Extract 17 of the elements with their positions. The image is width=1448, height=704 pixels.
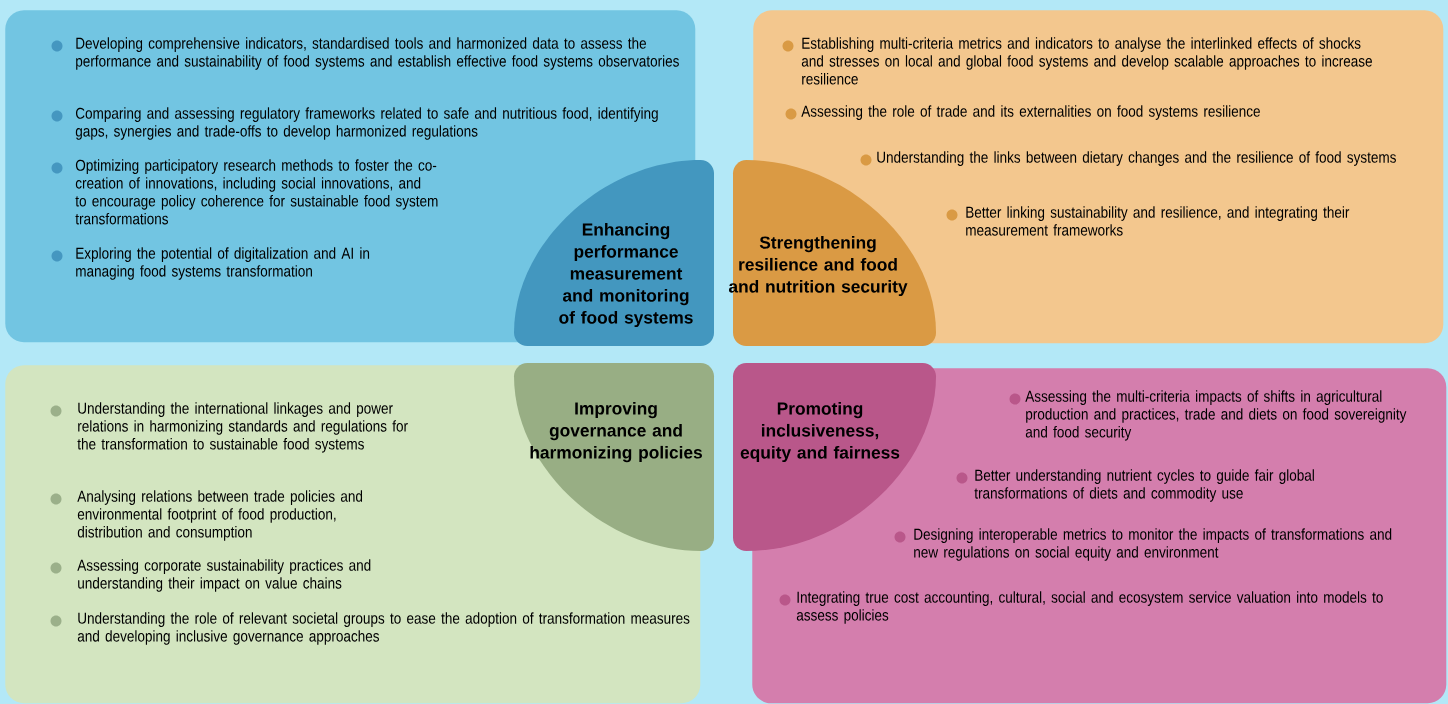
bullet-item: Analysing relations between trade policies and environmental footprint of food production, distribution and consumption <box>50 490 363 541</box>
bullet-item: Optimizing participatory research methods to foster the co-creation of innovations, including social innovations, and to encourage policy coherence for sustainable food system transformations <box>51 159 438 225</box>
bullet-item: Exploring the potential of digitalization and AI in managing food systems transformation <box>51 247 370 280</box>
bullet-item: Developing comprehensive indicators, standardised tools and harmonized data to assess the performance and sustainability of food systems and establish effective food systems observatories <box>51 37 679 70</box>
bullet-item: Better linking sustainability and resilience, and integrating their measurement frameworks <box>946 206 1350 236</box>
bullet-item: Understanding the role of relevant societal groups to ease the adoption of transformation measures and developing inclusive governance approaches <box>50 612 690 645</box>
bullet-item: Comparing and assessing regulatory frameworks related to safe and nutritious food, identifying gaps, synergies and trade-offs to develop harmonized regulations <box>51 107 658 140</box>
bullet-item: Better understanding nutrient cycles to guide fair global transformations of diets and commodity use <box>956 469 1314 502</box>
bullet-item: Assessing corporate sustainability practices and understanding their impact on value chains <box>50 559 371 592</box>
bullet-item: Integrating true cost accounting, cultural, social and ecosystem service valuation into models to assess policies <box>779 591 1383 624</box>
bullet-item: Understanding the links between dietary changes and the resilience of food systems <box>860 151 1396 166</box>
bullet-item: Assessing the multi-criteria impacts of shifts in agricultural production and practices, trade and diets on food sovereignity and food security <box>1009 390 1407 441</box>
bullet-item: Understanding the international linkages and power relations in harmonizing standards and regulations for the transformation to sustainable food systems <box>50 402 408 453</box>
bullet-item: Assessing the role of trade and its externalities on food systems resilience <box>785 105 1260 120</box>
bullet-item: Establishing multi-criteria metrics and indicators to analyse the interlinked effects of shocks and stresses on local and global food systems and develop scalable approaches to increase resilience <box>782 37 1372 85</box>
quadrant-title: Improving governance and harmonizing policies <box>514 363 714 551</box>
quadrant-title: Enhancing performance measurement and monitoring of food systems <box>514 160 714 346</box>
